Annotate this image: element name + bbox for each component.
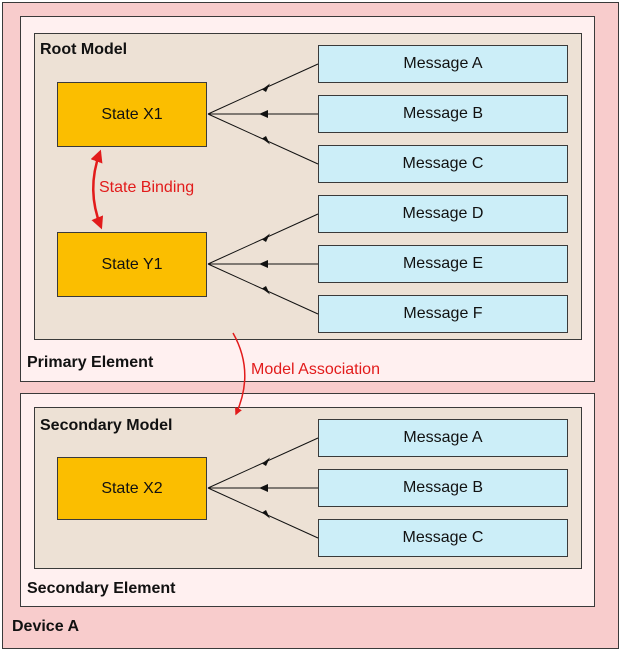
message-label: Message A [403, 429, 483, 446]
arrowhead-icon [262, 286, 270, 295]
message-box: Message A [318, 419, 568, 457]
message-box: Message D [318, 195, 568, 233]
arrowhead-icon [259, 260, 268, 268]
arrowhead-icon [259, 110, 268, 118]
model-association-label: Model Association [251, 361, 380, 378]
message-label: Message B [402, 105, 484, 122]
message-box: Message C [318, 519, 568, 557]
message-box: Message B [318, 469, 568, 507]
message-box: Message A [318, 45, 568, 83]
state-x1-box: State X1 [57, 82, 207, 147]
arrowhead-icon [262, 83, 270, 92]
state-x2-label: State X2 [101, 479, 163, 497]
message-box: Message C [318, 145, 568, 183]
arrowhead-icon [259, 484, 268, 492]
state-x1-label: State X1 [101, 105, 163, 123]
message-label: Message A [403, 55, 483, 72]
message-label: Message C [402, 155, 484, 172]
device-label: Device A [12, 618, 79, 635]
message-box: Message B [318, 95, 568, 133]
arrowhead-icon [262, 233, 270, 242]
secondary-model-label: Secondary Model [40, 417, 173, 434]
message-label: Message C [402, 529, 484, 546]
arrowhead-icon [262, 457, 270, 466]
primary-element-label: Primary Element [27, 354, 154, 371]
state-binding-label: State Binding [99, 179, 195, 196]
message-label: Message E [402, 255, 484, 272]
message-box: Message E [318, 245, 568, 283]
state-x2-box: State X2 [57, 457, 207, 520]
root-model-label: Root Model [40, 41, 128, 58]
state-y1-label: State Y1 [101, 255, 163, 273]
state-y1-box: State Y1 [57, 232, 207, 297]
message-label: Message D [402, 205, 484, 222]
secondary-element-label: Secondary Element [27, 580, 176, 597]
message-box: Message F [318, 295, 568, 333]
message-label: Message F [403, 305, 483, 322]
arrowhead-icon [262, 136, 270, 145]
arrowhead-icon [262, 510, 270, 519]
state-binding-arrow [90, 149, 104, 230]
message-label: Message B [402, 479, 484, 496]
model-association-arrow [232, 332, 246, 416]
